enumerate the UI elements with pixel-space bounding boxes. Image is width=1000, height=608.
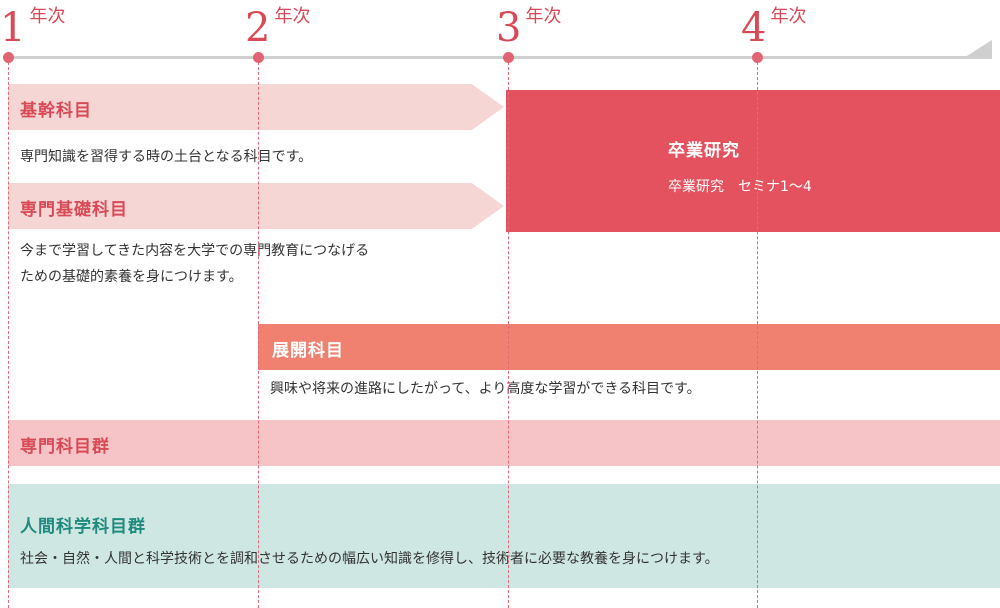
advanced-subjects-desc: 興味や将来の進路にしたがって、より高度な学習ができる科目です。: [270, 381, 701, 397]
humanities-subjects-title: 人間科学科目群: [20, 517, 146, 537]
timeline-axis: [8, 56, 978, 59]
advanced-subjects-title: 展開科目: [272, 341, 344, 361]
specialized-subjects-title: 専門科目群: [20, 437, 110, 457]
basic-subjects-band: 基幹科目: [8, 84, 504, 130]
year-4: 4 年次: [741, 4, 806, 48]
year-3-guide-line: [508, 62, 509, 608]
year-4-guide-line: [757, 62, 758, 608]
graduation-research-title: 卒業研究: [668, 141, 740, 161]
humanities-subjects-block: 人間科学科目群 社会・自然・人間と科学技術とを調和させるための幅広い知識を修得し…: [8, 484, 1000, 588]
year-2-marker-dot: [253, 52, 264, 63]
year-number: 4: [741, 5, 767, 51]
humanities-subjects-desc: 社会・自然・人間と科学技術とを調和させるための幅広い知識を修得し、技術者に必要な…: [20, 551, 719, 567]
foundation-subjects-band: 専門基礎科目: [8, 183, 504, 229]
year-label: 年次: [770, 6, 807, 27]
graduation-research-block: 卒業研究 卒業研究 セミナ1〜4: [506, 90, 1000, 232]
timeline-arrowhead: [962, 40, 992, 59]
year-3-marker-dot: [503, 52, 514, 63]
year-1: 1 年次: [0, 4, 65, 48]
year-4-marker-dot: [752, 52, 763, 63]
year-label: 年次: [274, 6, 311, 27]
year-2-guide-line: [258, 62, 259, 608]
foundation-subjects-desc-line2: ための基礎的素養を身につけます。: [20, 269, 243, 285]
year-number: 2: [245, 5, 271, 51]
basic-subjects-desc: 専門知識を習得する時の土台となる科目です。: [20, 149, 313, 165]
specialized-subjects-band: 専門科目群: [8, 420, 1000, 466]
year-1-marker-dot: [3, 52, 14, 63]
year-2: 2 年次: [245, 4, 310, 48]
year-1-guide-line: [8, 62, 9, 608]
basic-subjects-title: 基幹科目: [20, 101, 92, 121]
year-number: 1: [0, 5, 26, 51]
foundation-subjects-desc-line1: 今まで学習してきた内容を大学での専門教育につなげる: [20, 243, 370, 259]
foundation-subjects-title: 専門基礎科目: [20, 200, 128, 220]
year-label: 年次: [29, 6, 66, 27]
graduation-research-sub: 卒業研究 セミナ1〜4: [668, 179, 812, 195]
year-3: 3 年次: [496, 4, 561, 48]
year-number: 3: [496, 5, 522, 51]
year-label: 年次: [525, 6, 562, 27]
advanced-subjects-band: 展開科目: [258, 324, 1000, 370]
